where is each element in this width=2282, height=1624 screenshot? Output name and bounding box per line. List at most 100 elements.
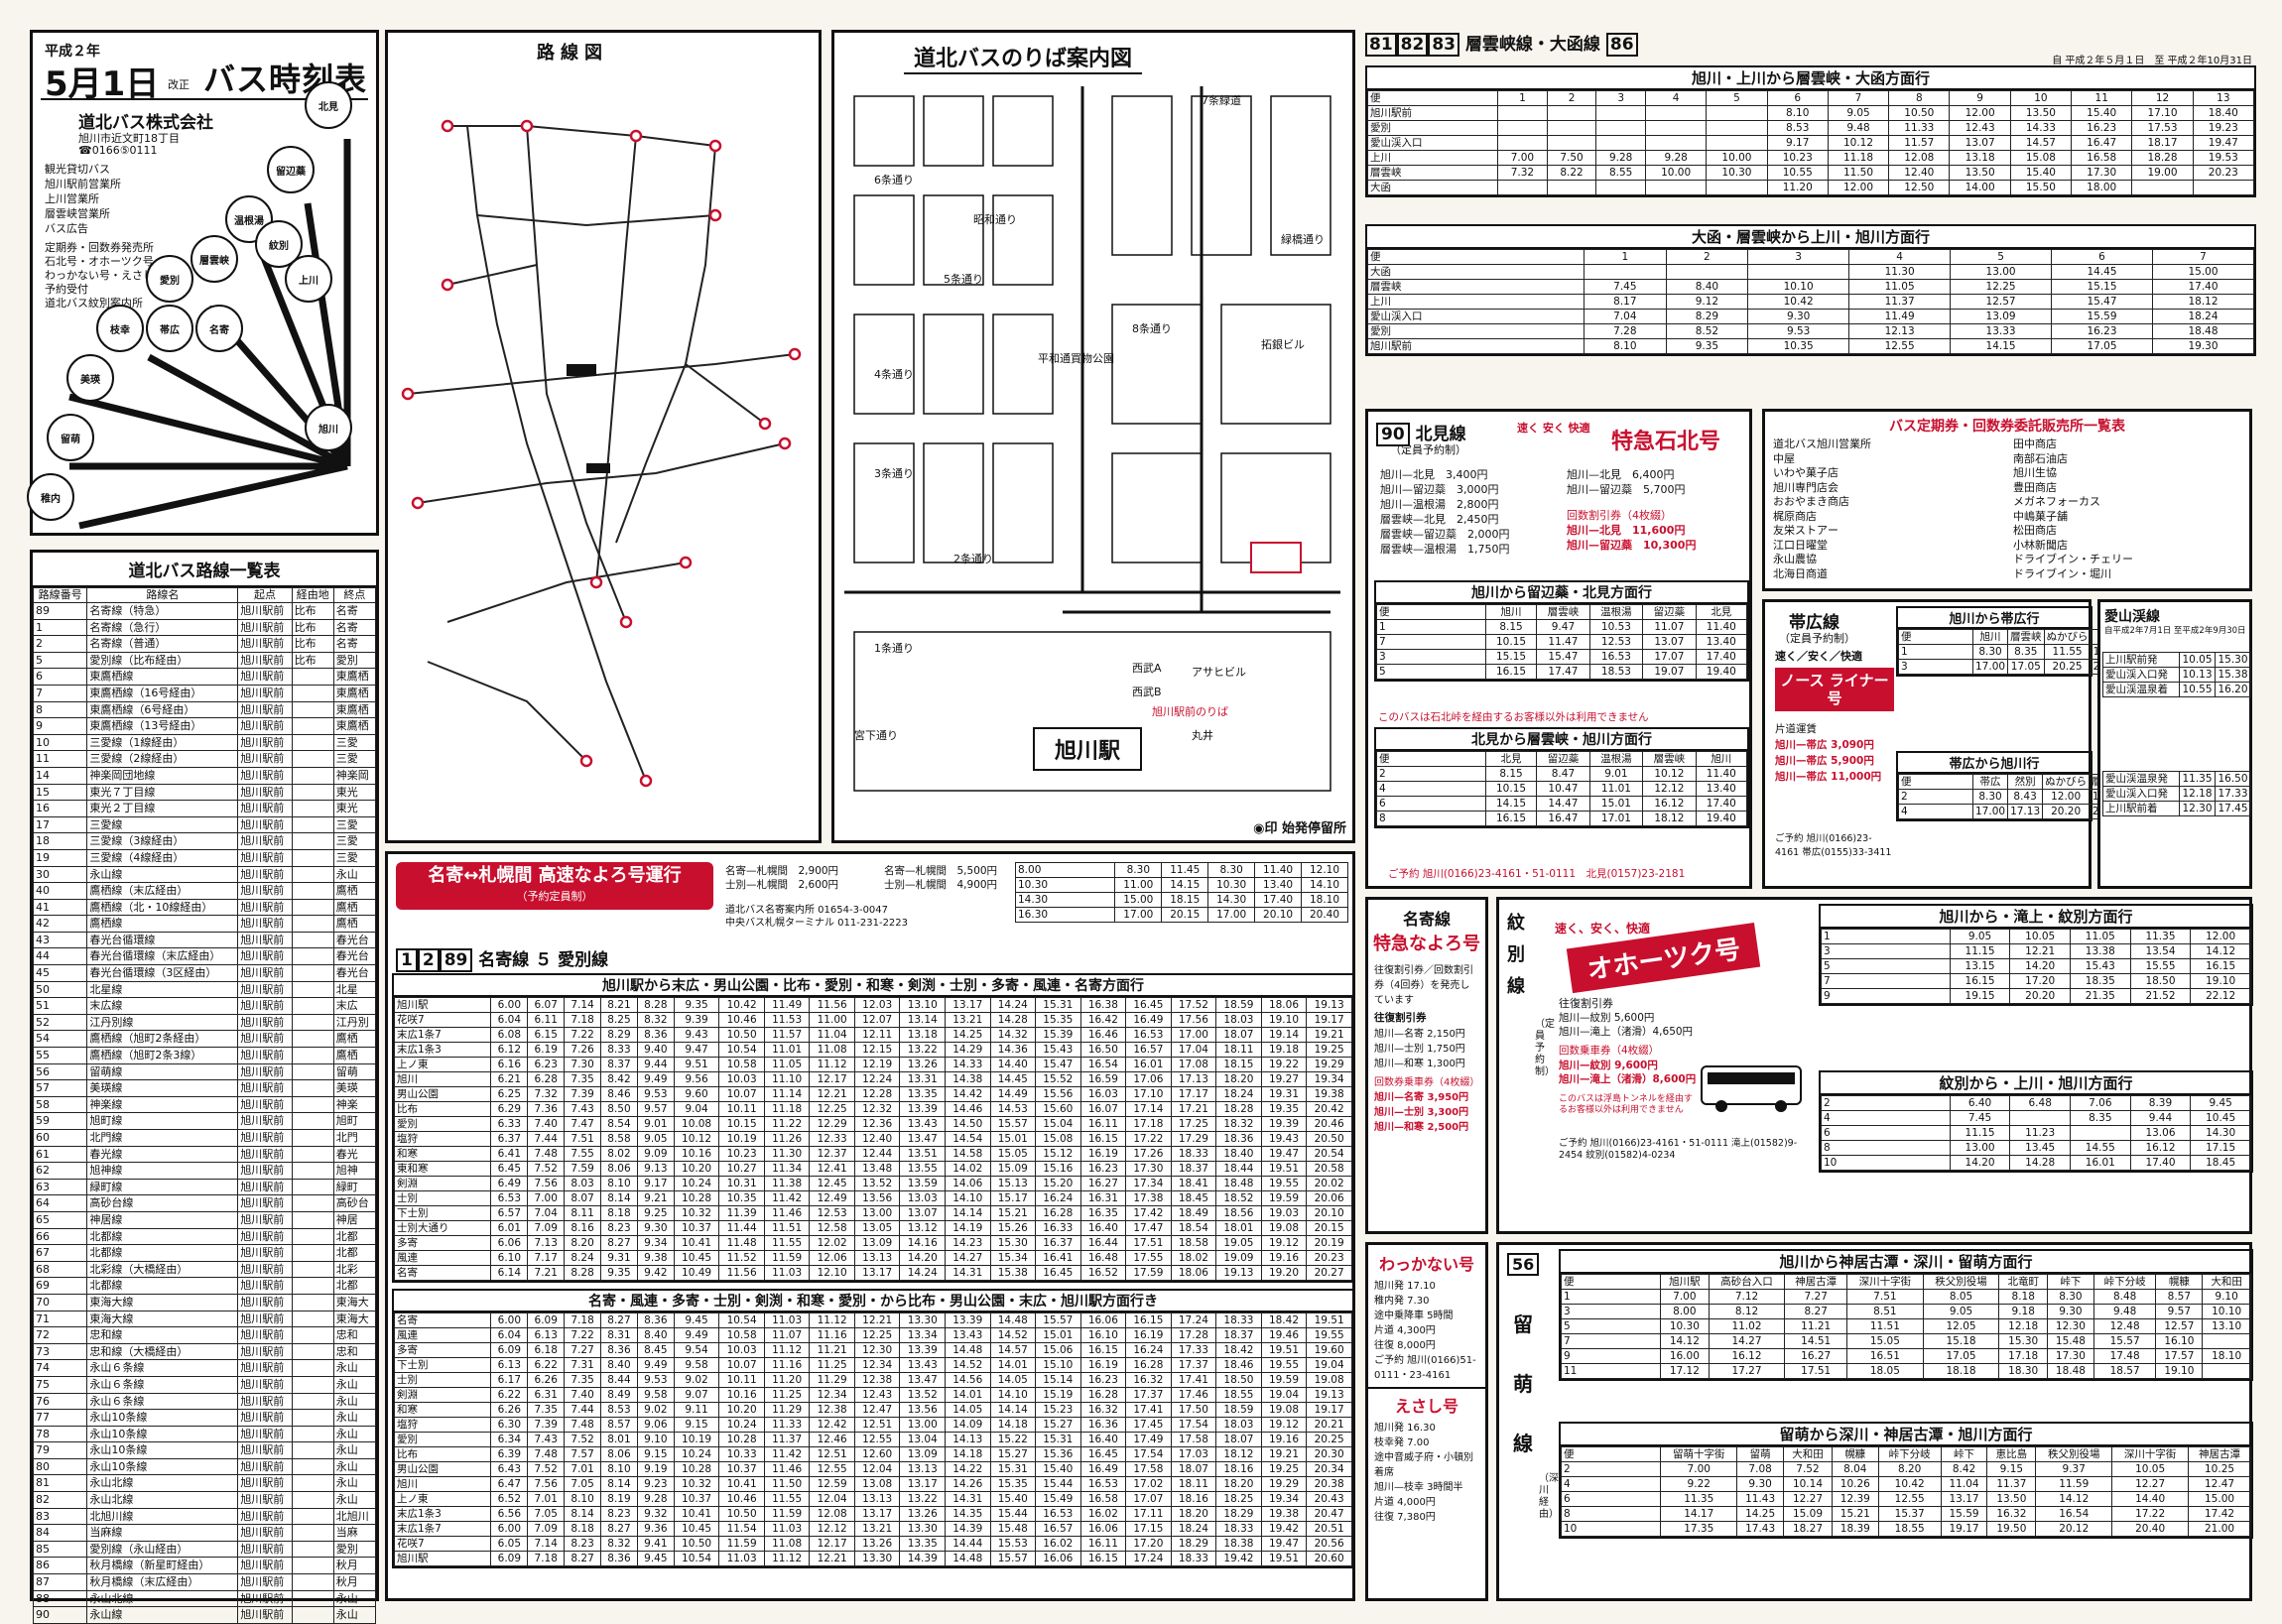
table-cell: 18.54 <box>1170 1220 1217 1236</box>
table-cell: 15.36 <box>1035 1446 1081 1462</box>
table-cell: 恵比島 <box>1986 1446 2037 1462</box>
list-cell: 北星 <box>332 980 377 999</box>
outlet-item: 道北バス旭川営業所 <box>1773 437 1871 450</box>
table-cell: 13.21 <box>944 1012 991 1028</box>
table-cell: 18.37 <box>1215 1327 1262 1343</box>
list-cell <box>291 1030 334 1049</box>
table-cell: 18.29 <box>1215 1506 1262 1522</box>
table-cell: 17.00 <box>1971 659 2009 675</box>
list-cell: 永山６条線 <box>86 1392 239 1411</box>
table-cell: 14.20 <box>1949 1155 2011 1171</box>
table-cell: 19.51 <box>1260 1342 1308 1358</box>
table-cell: 19.04 <box>1260 1387 1308 1403</box>
table-cell: 神居古潭 <box>2188 1446 2251 1462</box>
table-cell: 8.20 <box>1877 1461 1942 1477</box>
outlet-item: 江口日曜堂 <box>1773 538 1828 552</box>
list-cell: 東鷹栖線（13号経由） <box>86 717 239 735</box>
table-cell: 6.09 <box>490 1342 529 1358</box>
table-cell <box>1644 120 1708 136</box>
table-cell: 8.04 <box>1831 1461 1879 1477</box>
table-cell: 14.33 <box>2009 120 2073 136</box>
list-cell <box>291 898 334 917</box>
list-cell: 留萌 <box>332 1062 377 1081</box>
table-cell <box>1644 135 1708 151</box>
table-cell: 14.45 <box>989 1071 1037 1087</box>
table-cell: 8 <box>1560 1506 1662 1522</box>
nayoro-banner-note: （予約定員制） <box>516 890 593 903</box>
table-cell: 18.06 <box>1170 1265 1217 1281</box>
list-cell: 比布 <box>291 651 334 670</box>
list-cell: 旭川駅前 <box>237 668 293 686</box>
outlet-item: 梶原商店 <box>1773 509 1817 523</box>
table-cell: 19.40 <box>1695 811 1748 826</box>
table-cell: 9.49 <box>636 1357 675 1373</box>
office-item: 層雲峡営業所 <box>45 207 110 220</box>
table-cell: 15.49 <box>1035 1491 1081 1507</box>
list-cell: 春光台 <box>332 947 377 966</box>
table-cell: 13.33 <box>1950 323 2053 339</box>
table-cell: 15.20 <box>1035 1176 1081 1191</box>
table-cell: 6.00 <box>490 1312 529 1328</box>
table-cell: 11.18 <box>1827 150 1890 166</box>
list-cell <box>291 1079 334 1097</box>
table-cell: 17.40 <box>1254 892 1303 908</box>
table-cell: 18.24 <box>2151 309 2255 324</box>
table-cell: 15.17 <box>989 1190 1037 1206</box>
table-cell: 8.53 <box>1766 120 1829 136</box>
table-cell: 男山公園 <box>393 1086 492 1102</box>
table-cell: 8.28 <box>564 1265 602 1281</box>
outlets-panel: バス定期券・回数券委託販売所一覧表 道北バス旭川営業所中屋いわや菓子店旭川専門店… <box>1762 409 2252 591</box>
table-cell: 温根湯 <box>1588 604 1644 620</box>
table-cell: 18.50 <box>2129 973 2192 989</box>
table-cell: 7.27 <box>1784 1289 1848 1305</box>
table-cell: 13.00 <box>1950 264 2053 280</box>
table-cell: 11.59 <box>2035 1476 2113 1492</box>
table-cell: 11.48 <box>718 1235 765 1251</box>
table-cell: 愛山渓温泉発 <box>2102 771 2180 787</box>
list-cell: 神楽 <box>332 1095 377 1114</box>
table-cell: 14.25 <box>944 1027 991 1043</box>
table-cell: 7.01 <box>564 1461 602 1477</box>
table-cell: 9.30 <box>636 1220 675 1236</box>
era-label: 平成２年 <box>45 44 100 60</box>
table-cell: 末広1条3 <box>393 1042 492 1058</box>
list-cell: 旭川駅前 <box>237 1293 293 1312</box>
table-cell: 17.20 <box>1125 1536 1172 1552</box>
table-cell: 6.39 <box>490 1446 529 1462</box>
table-cell: 20.60 <box>1306 1551 1352 1566</box>
table-cell: 14.18 <box>989 1417 1037 1433</box>
table-cell: 13.38 <box>2070 943 2131 959</box>
list-cell: 68 <box>32 1260 88 1279</box>
fare-line: 旭川—名寄 2,150円 <box>1374 1029 1465 1040</box>
table-cell: 6.04 <box>490 1012 529 1028</box>
list-cell: 東光７丁目線 <box>86 783 239 802</box>
list-cell <box>291 1194 334 1212</box>
table-cell <box>1706 135 1768 151</box>
list-cell: 旭川駅前 <box>237 882 293 900</box>
list-cell: 旭町 <box>332 1112 377 1130</box>
list-cell <box>291 882 334 900</box>
table-cell: 10.25 <box>2188 1461 2251 1477</box>
table-cell: 8.23 <box>600 1220 638 1236</box>
fare-line: 旭川—滝上（渚滑）4,650円 <box>1559 1026 1694 1038</box>
rumoi-down-title: 旭川から神居古潭・深川・留萌方面行 <box>1561 1251 2251 1274</box>
kitami-title: 北見線 <box>1415 425 1466 444</box>
list-cell <box>291 931 334 949</box>
list-cell <box>291 700 334 719</box>
table-cell: 5 <box>1706 90 1768 106</box>
destination-circle: 愛別 <box>146 255 193 303</box>
table-cell: 11.29 <box>763 1402 811 1418</box>
table-cell: 17.47 <box>1125 1220 1172 1236</box>
table-cell: 17.48 <box>2092 1348 2157 1364</box>
table-cell: 11.15 <box>1949 943 2011 959</box>
table-cell: 7.44 <box>527 1131 566 1147</box>
table-cell: 13.56 <box>899 1402 946 1418</box>
table-cell: 15.40 <box>2009 165 2073 181</box>
table-cell: 8.05 <box>1922 1289 2000 1305</box>
list-cell: 旭川駅前 <box>237 717 293 735</box>
